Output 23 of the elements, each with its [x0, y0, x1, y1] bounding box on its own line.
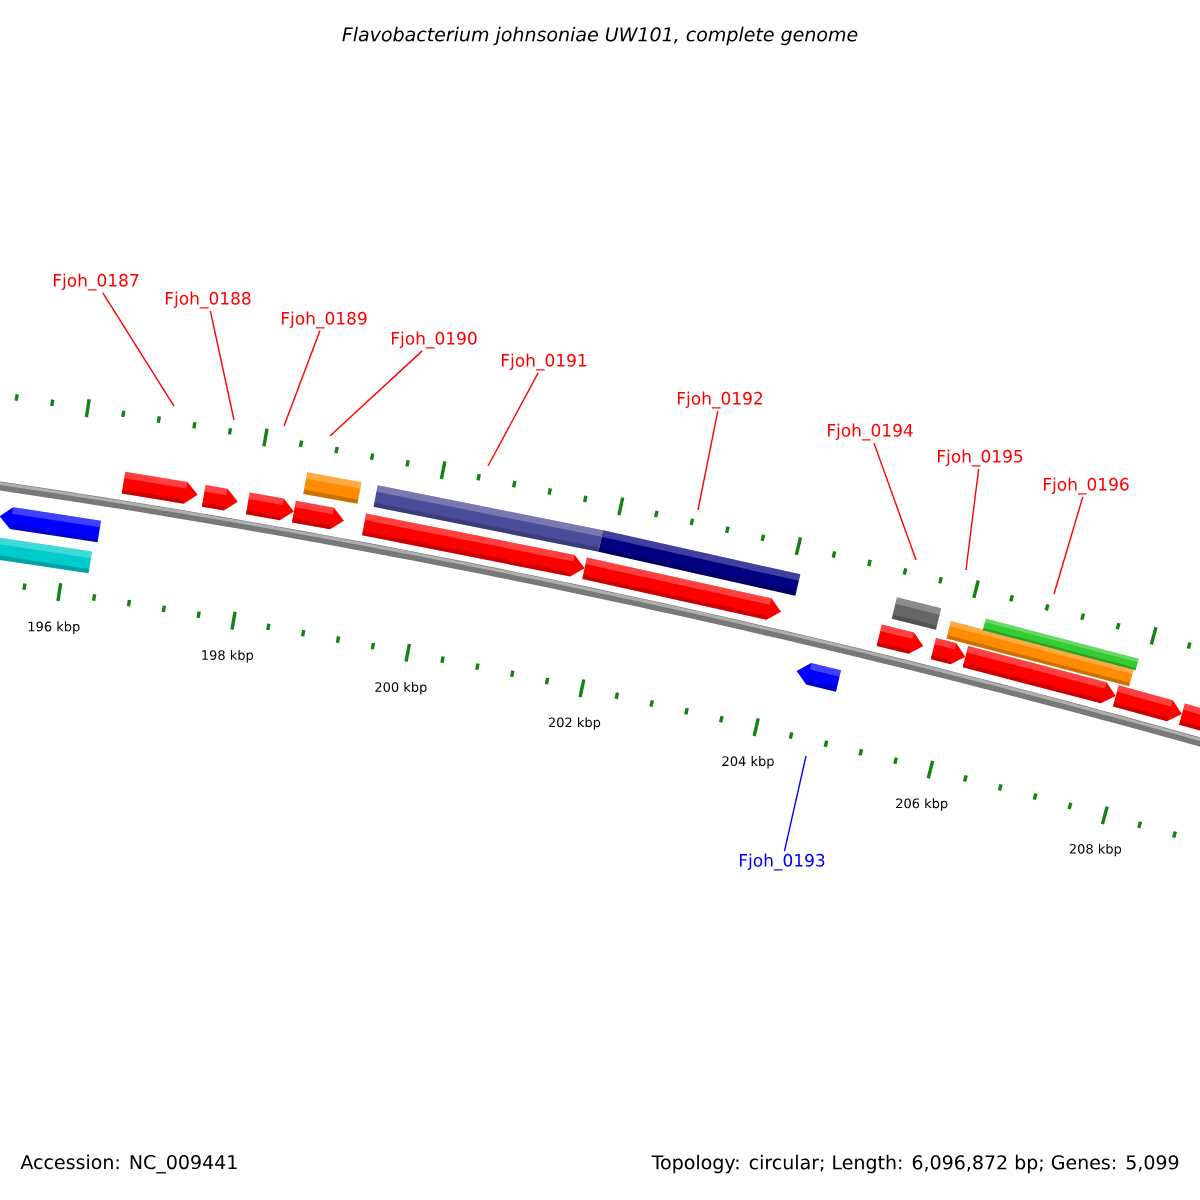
leader-line: [783, 755, 807, 852]
title: Flavobacterium johnsoniae UW101, complete genome: [342, 26, 858, 46]
genome-info-note: Topology: circular; Length: 6,096,872 bp; Genes: 5,099: [651, 1154, 1179, 1174]
leader-line: [873, 442, 917, 561]
leader-line: [329, 350, 423, 437]
gene-label: Fjoh_0196: [1043, 477, 1129, 495]
gene-label: Fjoh_0190: [391, 331, 477, 349]
leader-line: [209, 310, 235, 421]
leader-line: [102, 292, 175, 407]
leader-line: [283, 330, 321, 427]
gene-label: Fjoh_0188: [165, 291, 251, 309]
leader-line: [1053, 496, 1084, 595]
gene-label: Fjoh_0194: [827, 423, 913, 441]
leader-line: [697, 410, 719, 511]
gene-label: Fjoh_0189: [281, 311, 367, 329]
gene-label: Fjoh_0191: [501, 353, 587, 371]
gene-label: Fjoh_0195: [937, 449, 1023, 467]
gene-label: Fjoh_0187: [53, 273, 139, 291]
gene-label: Fjoh_0193: [739, 853, 825, 871]
leader-line: [487, 372, 539, 467]
accession-note: Accession: NC_009441: [20, 1154, 237, 1174]
leader-line: [965, 468, 980, 571]
gene-label: Fjoh_0192: [677, 391, 763, 409]
